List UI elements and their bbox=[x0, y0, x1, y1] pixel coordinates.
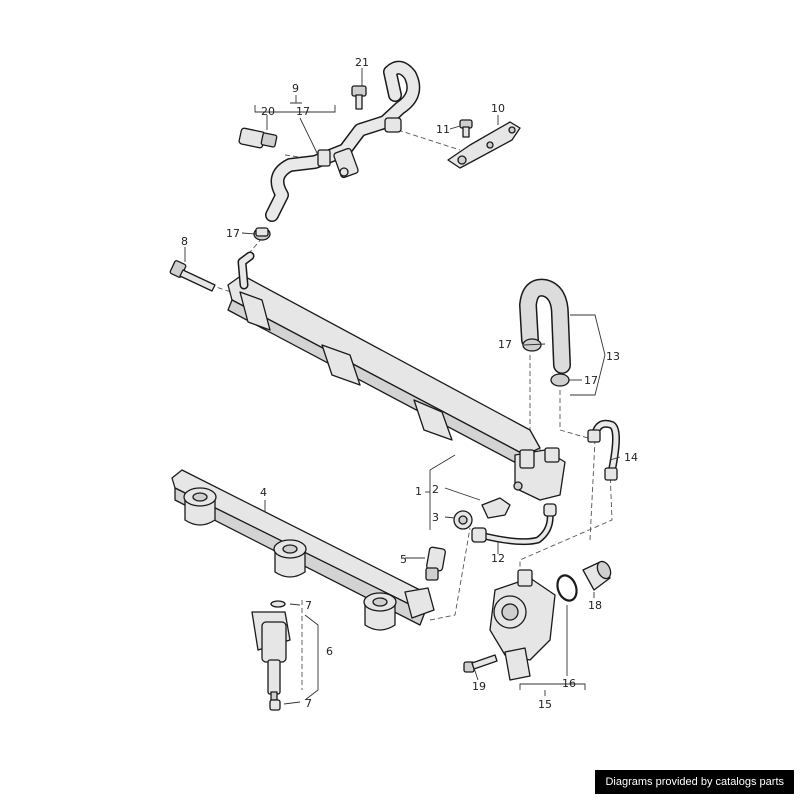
callout-12-label: 12 bbox=[491, 552, 505, 565]
fuel-pump-15 bbox=[489, 569, 556, 681]
pipe-14 bbox=[587, 419, 620, 481]
hose-13 bbox=[519, 278, 571, 387]
footer-credit: Diagrams provided by catalogs parts bbox=[595, 770, 794, 794]
callout-17-b-label: 17 bbox=[226, 227, 240, 240]
sensor-5 bbox=[425, 546, 446, 581]
callout-9-label: 9 bbox=[292, 82, 299, 95]
injector-cup-1 bbox=[183, 487, 217, 526]
callout-15-label: 15 bbox=[538, 698, 552, 711]
leader-lines bbox=[184, 68, 621, 705]
upper-fuel-rail bbox=[227, 251, 566, 501]
bolt-21 bbox=[351, 85, 367, 110]
callout-10-label: 10 bbox=[491, 102, 505, 115]
bolt-11 bbox=[459, 119, 473, 138]
injector-6 bbox=[251, 600, 291, 711]
callout-13-label: 13 bbox=[606, 350, 620, 363]
callout-numbers: 3 4 5 6 7 7 8 9 10 11 12 13 14 15 16 17 … bbox=[181, 56, 638, 711]
return-hose-assembly bbox=[265, 60, 421, 222]
hose-clamp-17-left bbox=[253, 227, 271, 241]
callout-7-bottom-label: 7 bbox=[305, 697, 312, 710]
callout-21-label: 21 bbox=[355, 56, 369, 69]
callout-7-top-label: 7 bbox=[305, 599, 312, 612]
lower-fuel-rail bbox=[171, 469, 435, 631]
callout-1: 1 bbox=[415, 485, 422, 498]
callout-8-label: 8 bbox=[181, 235, 188, 248]
callout-2: 2 bbox=[432, 483, 439, 496]
bracket-10 bbox=[447, 121, 521, 169]
cap-18 bbox=[582, 560, 612, 591]
callout-18-label: 18 bbox=[588, 599, 602, 612]
callout-17-a-label: 17 bbox=[296, 105, 310, 118]
callout-6-label: 6 bbox=[326, 645, 333, 658]
sensor-20 bbox=[238, 127, 278, 149]
fitting-2 bbox=[481, 497, 511, 519]
callout-3-label: 3 bbox=[432, 511, 439, 524]
callout-14-label: 14 bbox=[624, 451, 638, 464]
callout-20-label: 20 bbox=[261, 105, 275, 118]
callout-labels: 1 2 11 3 4 5 bbox=[415, 483, 439, 498]
cap-3 bbox=[453, 510, 473, 530]
injector-cup-2 bbox=[273, 539, 307, 578]
callout-17-d-label: 17 bbox=[584, 374, 598, 387]
callout-4-label: 4 bbox=[260, 486, 267, 499]
bolt-19 bbox=[463, 654, 498, 673]
o-ring-16 bbox=[556, 574, 578, 602]
callout-16-label: 16 bbox=[562, 677, 576, 690]
callout-5-label: 5 bbox=[400, 553, 407, 566]
pressure-line-12 bbox=[471, 503, 557, 546]
callout-17-c-label: 17 bbox=[498, 338, 512, 351]
callout-19-label: 19 bbox=[472, 680, 486, 693]
injector-cup-3 bbox=[363, 592, 397, 631]
callout-11-label: 11 bbox=[436, 123, 450, 136]
bolt-8 bbox=[169, 260, 216, 292]
